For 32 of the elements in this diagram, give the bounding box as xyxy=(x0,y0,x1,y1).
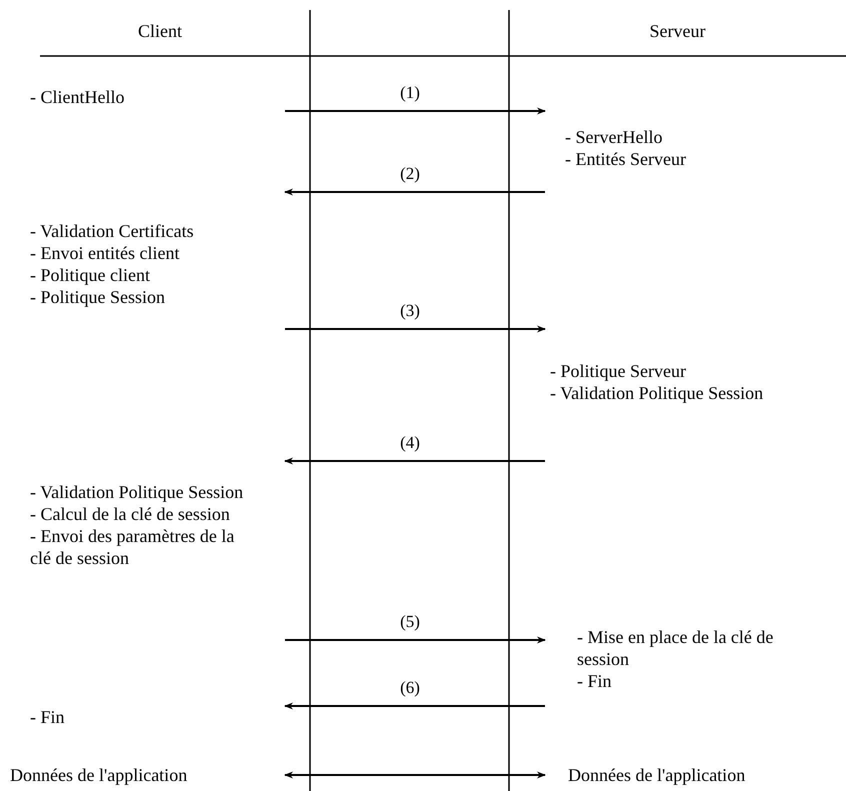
message-text: - Validation Certificats xyxy=(30,220,195,242)
message-text: Données de l'application xyxy=(568,764,746,786)
arrow xyxy=(284,771,546,779)
message-text: - ServerHello xyxy=(565,126,664,148)
message-text: - Entités Serveur xyxy=(565,148,687,170)
arrow xyxy=(284,457,545,465)
message-text: - ClientHello xyxy=(30,86,126,108)
edge-label: (5) xyxy=(400,612,420,631)
arrow xyxy=(285,636,546,644)
edge-label: (2) xyxy=(400,164,420,183)
message-text: Données de l'application xyxy=(10,764,188,786)
message-text: - Calcul de la clé de session xyxy=(30,503,231,525)
message-text: - Politique client xyxy=(30,264,151,286)
arrow xyxy=(285,107,546,115)
column-header: Client xyxy=(138,21,182,41)
arrow xyxy=(285,325,546,333)
edge-label: (4) xyxy=(400,433,420,452)
column-header: Serveur xyxy=(650,21,706,41)
message-text: - Envoi des paramètres de la clé de session xyxy=(30,525,236,569)
message-text: - Validation Politique Session xyxy=(550,382,764,404)
edge-label: (1) xyxy=(400,83,420,102)
message-text: - Fin xyxy=(30,706,66,728)
message-text: - Politique Serveur xyxy=(550,360,687,382)
arrow xyxy=(284,188,545,196)
edge-label: (6) xyxy=(400,678,420,697)
message-text: - Fin xyxy=(577,670,613,692)
message-text: - Politique Session xyxy=(30,286,166,308)
message-text: - Mise en place de la clé de session xyxy=(577,626,774,670)
edge-label: (3) xyxy=(400,301,420,320)
arrow xyxy=(284,702,545,710)
message-text: - Envoi entités client xyxy=(30,242,180,264)
message-text: - Validation Politique Session xyxy=(30,481,244,503)
